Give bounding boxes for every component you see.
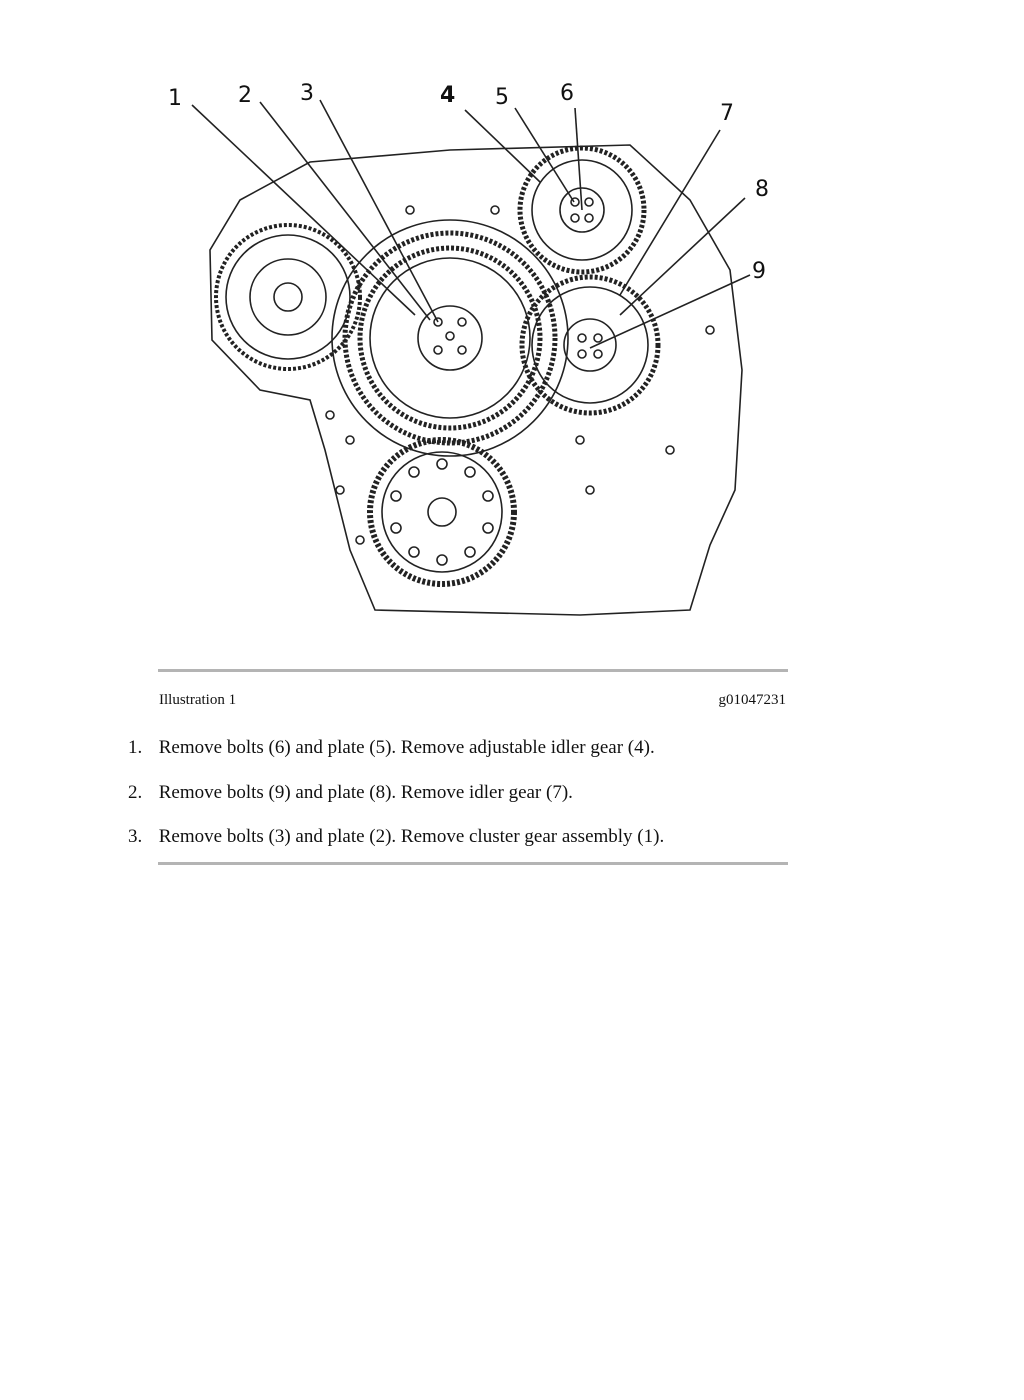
callout-1: 1 [168,86,182,111]
step-item: 1. Remove bolts (6) and plate (5). Remov… [128,737,664,782]
callout-3: 3 [300,81,314,106]
housing-outline [209,144,743,616]
step-item: 3. Remove bolts (3) and plate (2). Remov… [128,826,664,871]
callout-8: 8 [755,177,769,202]
caption-divider-top [158,669,788,672]
callout-5: 5 [495,85,509,110]
step-number: 3. [128,826,143,847]
callout-4: 4 [440,83,455,108]
step-number: 1. [128,737,143,758]
callout-6: 6 [560,81,574,106]
idler-gear [519,274,661,416]
crank-gear [367,437,517,587]
illustration-label: Illustration 1 [159,692,237,708]
step-number: 2. [128,781,143,803]
section-divider-bottom [158,862,788,865]
step-text: Remove bolts (3) and plate (2). Remove c… [158,826,665,847]
step-list: 1. Remove bolts (6) and plate (5). Remov… [128,737,664,871]
illustration-code: g01047231 [718,692,787,708]
step-item: 2. Remove bolts (9) and plate (8). Remov… [128,782,664,827]
callout-2: 2 [238,83,252,108]
cluster-gear [331,219,569,457]
step-text: Remove bolts (6) and plate (5). Remove a… [158,737,655,758]
step-text: Remove bolts (9) and plate (8). Remove i… [158,781,573,803]
gear-train-illustration: 1 2 3 4 5 6 7 8 9 [150,70,790,630]
callout-9: 9 [752,259,766,284]
adjustable-idler-gear [517,145,647,275]
callout-7: 7 [720,101,734,126]
gear-train-drawing: 1 2 3 4 5 6 7 8 9 [168,81,769,616]
